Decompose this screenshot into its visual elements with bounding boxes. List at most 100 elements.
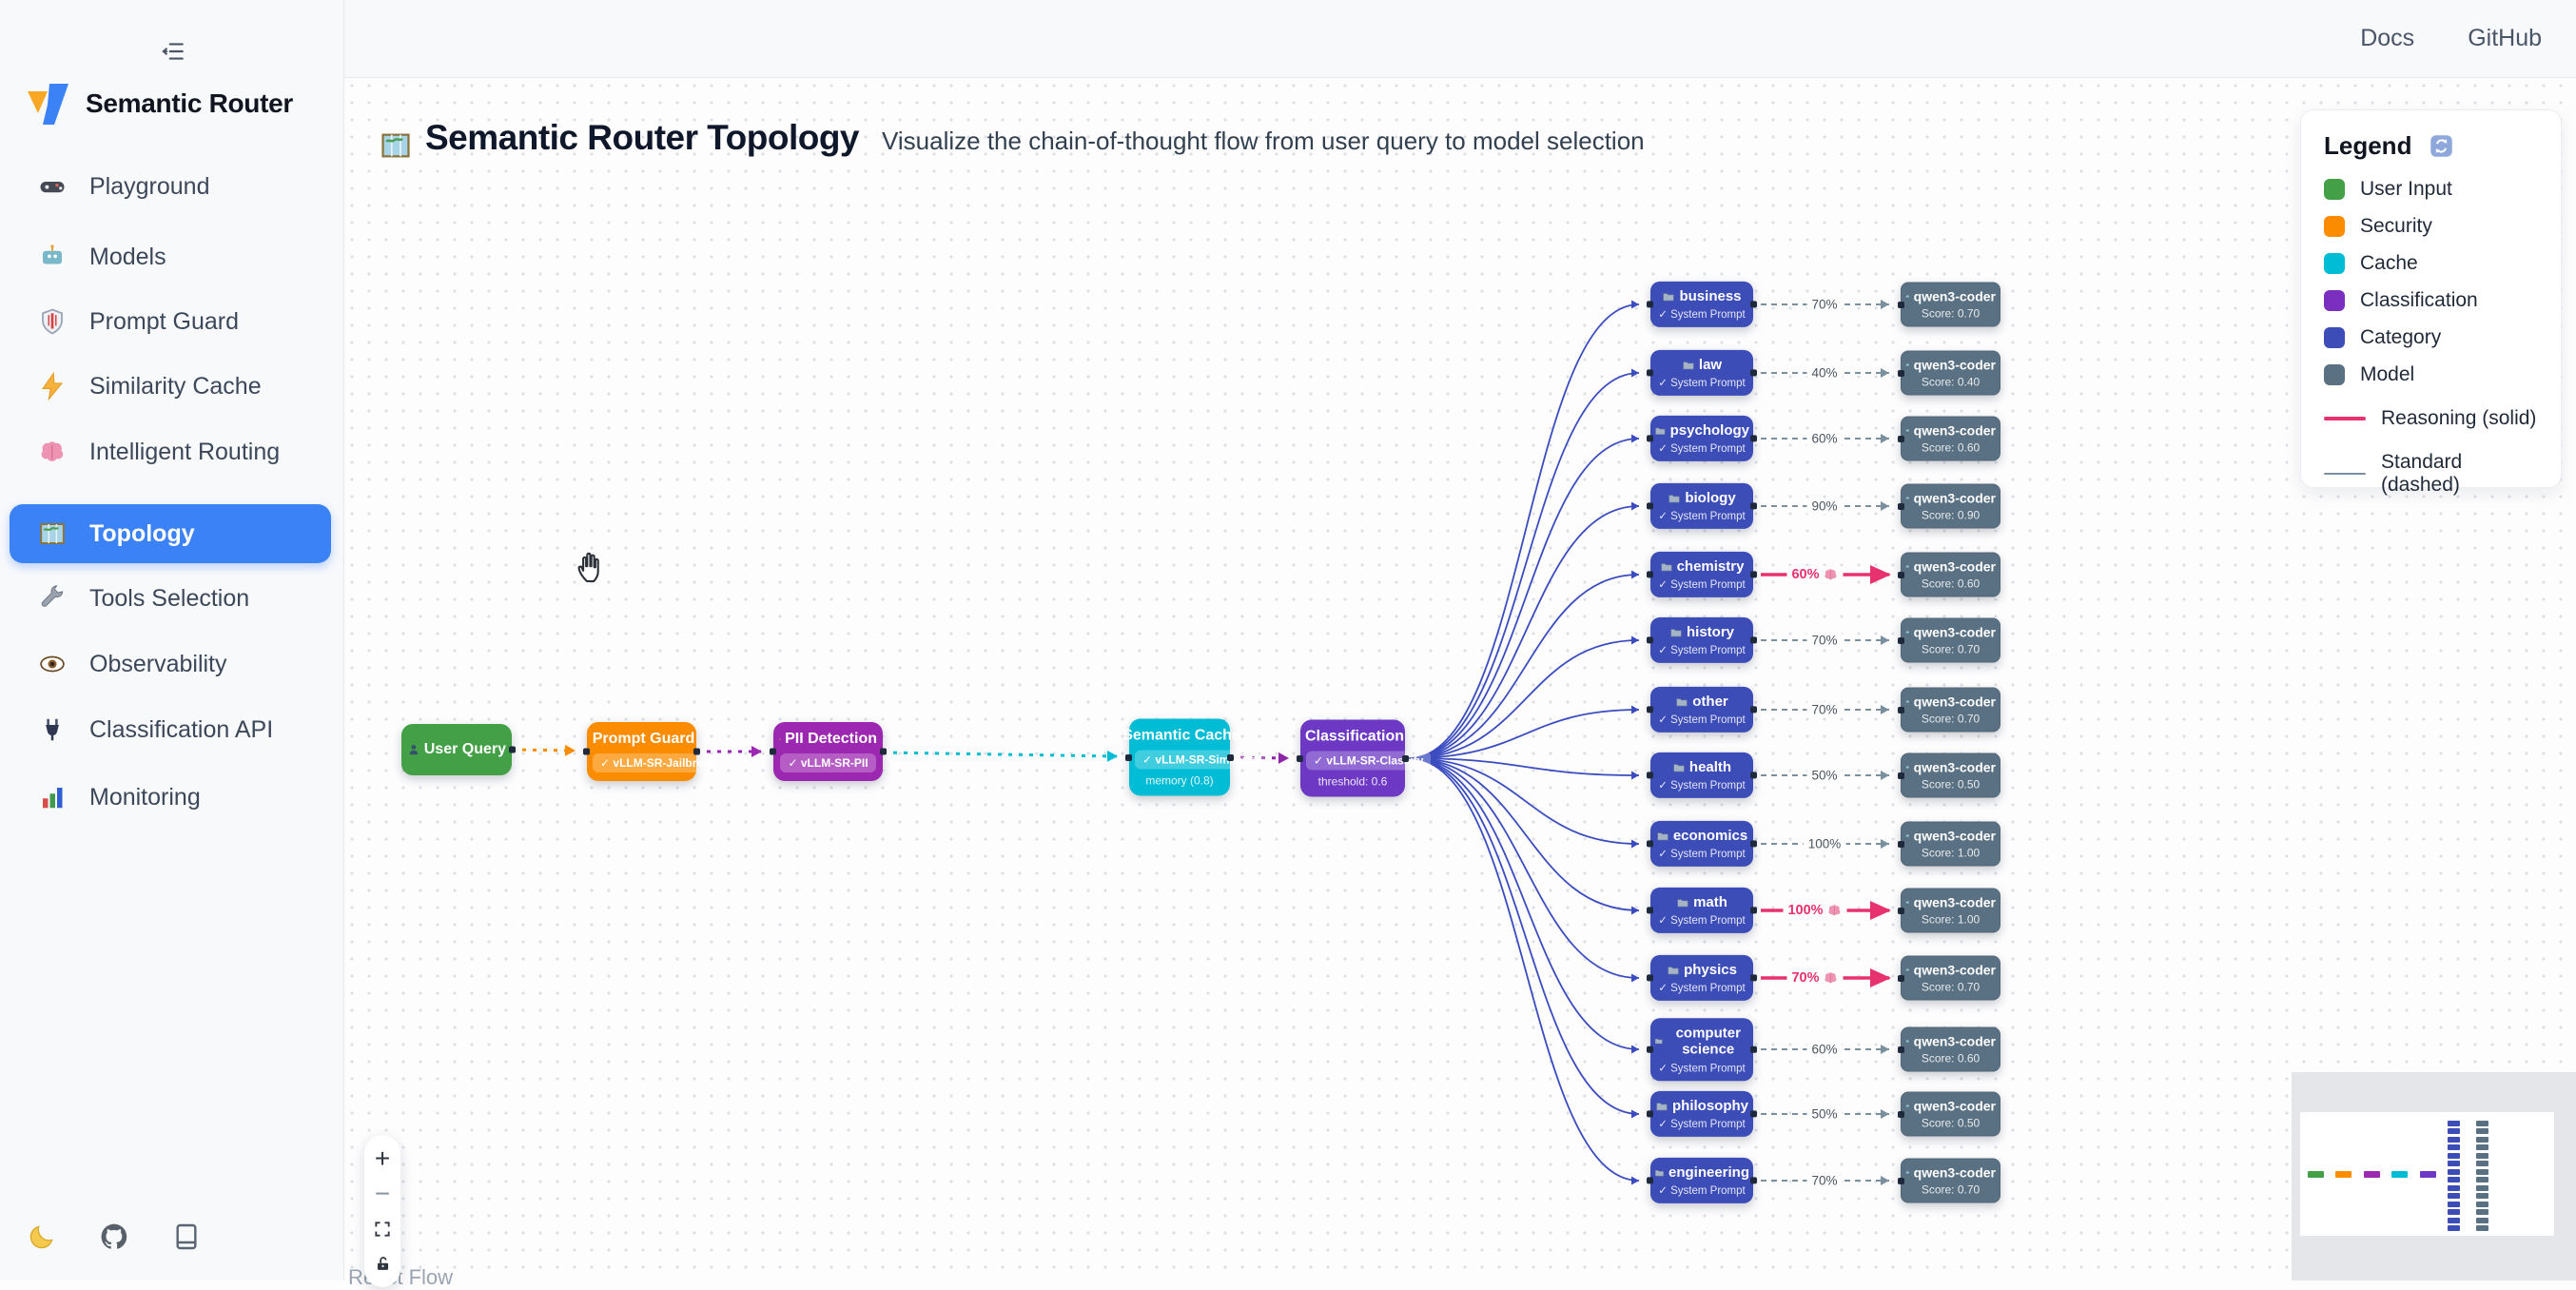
node-category-engineering[interactable]: engineering✓ System Prompt [1650, 1158, 1753, 1203]
legend-item-classification: Classification [2324, 289, 2538, 312]
robot-icon [1905, 290, 1910, 303]
sidebar-item-playground[interactable]: Playground [10, 157, 331, 216]
model-score: Score: 0.50 [1905, 778, 1996, 792]
sidebar-item-label: Playground [89, 173, 209, 201]
node-category-psychology[interactable]: psychology✓ System Prompt [1650, 416, 1753, 461]
map-icon [380, 129, 412, 162]
sidebar-item-observability[interactable]: Observability [10, 635, 331, 694]
node-category-business[interactable]: business✓ System Prompt [1650, 282, 1753, 327]
category-name: philosophy [1654, 1098, 1749, 1114]
model-score: Score: 0.70 [1905, 1183, 1996, 1197]
category-name: psychology [1654, 422, 1749, 439]
sidebar-item-topology[interactable]: Topology [10, 504, 331, 563]
sidebar-item-models[interactable]: Models [10, 227, 331, 286]
node-category-other[interactable]: other✓ System Prompt [1650, 687, 1753, 733]
node-category-chemistry[interactable]: chemistry✓ System Prompt [1650, 552, 1753, 597]
node-category-law[interactable]: law✓ System Prompt [1650, 350, 1753, 396]
zoom-controls: + − [364, 1135, 400, 1287]
node-category-computer-science[interactable]: computer science✓ System Prompt [1650, 1018, 1753, 1081]
minimap-node [2476, 1161, 2488, 1166]
book-icon [171, 1222, 202, 1252]
node-category-biology[interactable]: biology✓ System Prompt [1650, 483, 1753, 529]
model-name: qwen3-coder [1905, 760, 1996, 775]
moon-icon[interactable] [27, 1222, 57, 1252]
zoom-in-button[interactable]: + [364, 1141, 400, 1176]
minimap-node [2420, 1171, 2436, 1178]
docs-link[interactable]: Docs [2360, 25, 2414, 52]
model-name: qwen3-coder [1905, 289, 1996, 304]
category-name: computer science [1654, 1025, 1749, 1058]
sidebar-item-monitoring[interactable]: Monitoring [10, 768, 331, 827]
fit-view-button[interactable] [364, 1211, 400, 1246]
node-category-health[interactable]: health✓ System Prompt [1650, 752, 1753, 798]
model-name: qwen3-coder [1905, 1034, 1996, 1049]
github-icon [99, 1222, 129, 1252]
lock-button[interactable] [364, 1246, 400, 1281]
node-category-economics[interactable]: economics✓ System Prompt [1650, 821, 1753, 867]
minimap-node [2448, 1169, 2460, 1175]
node-user-query[interactable]: User Query [401, 724, 512, 775]
node-handle [1898, 1178, 1904, 1184]
sidebar-item-classification-api[interactable]: Classification API [10, 700, 331, 759]
legend-item-cache: Cache [2324, 252, 2538, 275]
node-handle [1647, 1046, 1653, 1053]
node-handle [1898, 370, 1904, 377]
node-handle [1898, 503, 1904, 510]
github-link[interactable]: GitHub [2468, 25, 2542, 52]
flow-canvas[interactable] [343, 77, 2576, 1280]
minimap-node [2448, 1177, 2460, 1182]
node-category-history[interactable]: history✓ System Prompt [1650, 617, 1753, 663]
minimap-node [2448, 1185, 2460, 1191]
node-handle [1647, 1111, 1653, 1118]
node-category-math[interactable]: math✓ System Prompt [1650, 888, 1753, 933]
node-model-badge: ✓ vLLM-SR-Similarity [1135, 751, 1267, 770]
sidebar-collapse-button[interactable] [150, 32, 196, 70]
sidebar-item-label: Intelligent Routing [89, 439, 280, 466]
model-score: Score: 0.90 [1905, 509, 1996, 522]
robot-icon [1905, 695, 1910, 709]
minimap-node [2476, 1225, 2488, 1231]
sidebar-item-label: Classification API [89, 716, 273, 744]
node-handle [1898, 1111, 1904, 1118]
node-title: Classification [1306, 729, 1399, 746]
sidebar-item-tools-selection[interactable]: Tools Selection [10, 569, 331, 628]
legend-item-security: Security [2324, 215, 2538, 238]
book-icon[interactable] [171, 1222, 202, 1252]
legend-label: Cache [2360, 252, 2418, 275]
node-prompt-guard[interactable]: Prompt Guard✓ vLLM-SR-Jailbreak [587, 722, 696, 781]
node-category-physics[interactable]: physics✓ System Prompt [1650, 955, 1753, 1001]
github-icon[interactable] [99, 1222, 129, 1252]
category-name: economics [1654, 828, 1749, 844]
brain-icon [1824, 567, 1839, 582]
sidebar-item-intelligent-routing[interactable]: Intelligent Routing [10, 422, 331, 481]
sidebar-item-prompt-guard[interactable]: Prompt Guard [10, 292, 331, 351]
sidebar-item-similarity-cache[interactable]: Similarity Cache [10, 357, 331, 416]
node-handle [1750, 841, 1757, 848]
map-icon [38, 519, 67, 548]
node-handle [1647, 908, 1653, 914]
category-subtitle: ✓ System Prompt [1654, 643, 1749, 656]
minimap-node [2476, 1169, 2488, 1175]
sidebar-item-label: Topology [89, 520, 195, 548]
minimap[interactable] [2292, 1072, 2576, 1280]
node-pii-detection[interactable]: PII Detection✓ vLLM-SR-PII [773, 722, 883, 781]
zoom-out-button[interactable]: − [364, 1176, 400, 1211]
node-category-philosophy[interactable]: philosophy✓ System Prompt [1650, 1091, 1753, 1137]
